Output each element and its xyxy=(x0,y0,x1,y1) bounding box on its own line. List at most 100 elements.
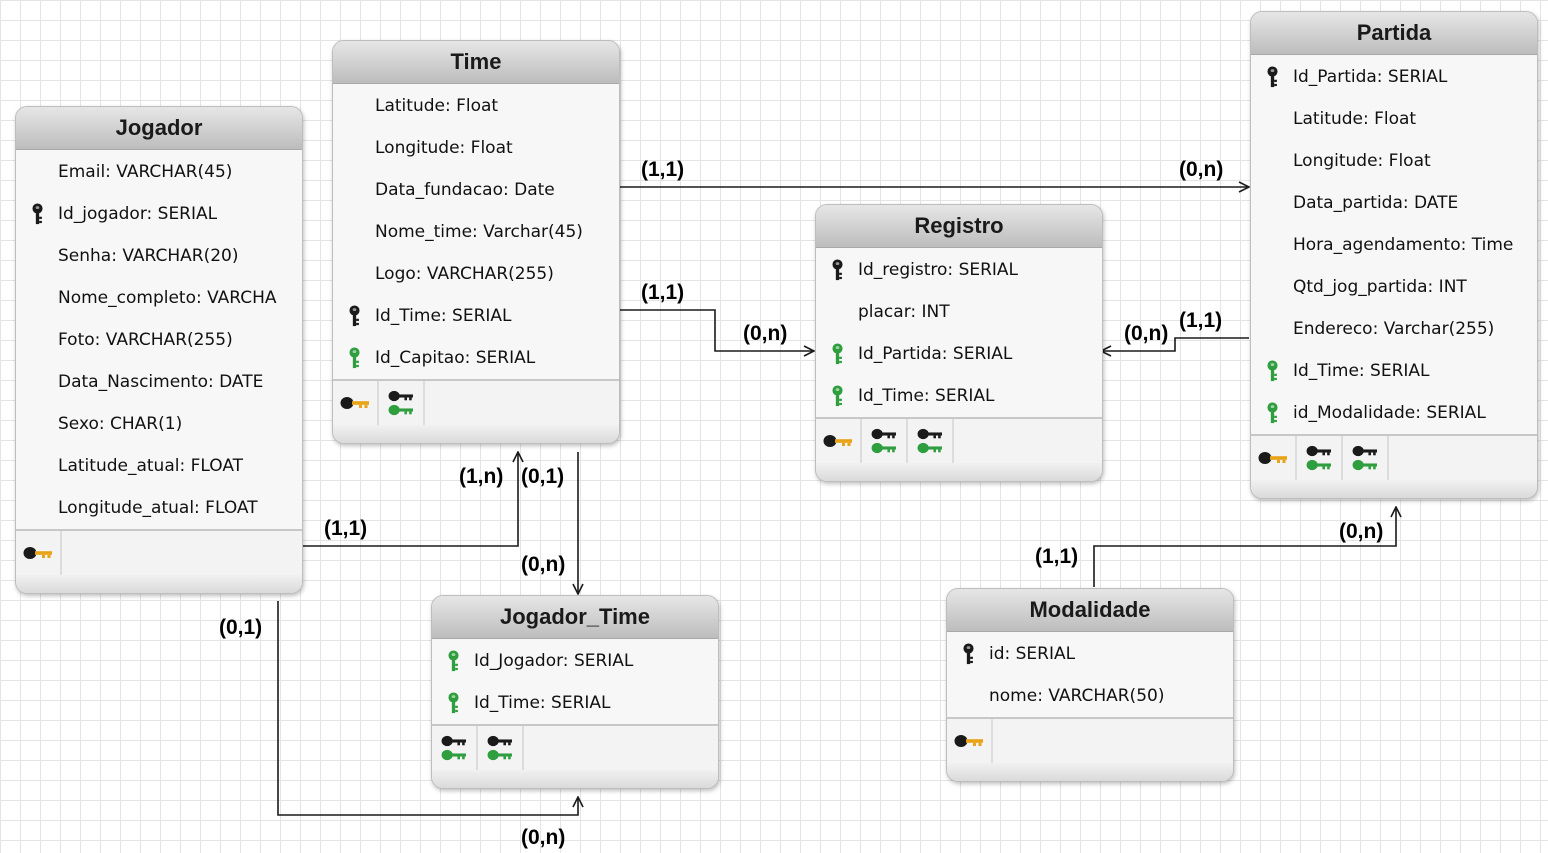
field-row[interactable]: Id_Capitao: SERIAL xyxy=(333,337,619,379)
cardinality-label: (1,n) xyxy=(459,465,504,488)
field-row[interactable]: Longitude_atual: FLOAT xyxy=(16,487,302,529)
relation-time-registro xyxy=(618,309,814,351)
field-label: Nome_completo: VARCHA xyxy=(58,288,277,308)
field-row[interactable]: Id_Time: SERIAL xyxy=(1251,350,1537,392)
foreign-key-index-icon[interactable] xyxy=(478,726,524,770)
field-row[interactable]: placar: INT xyxy=(816,291,1102,333)
field-row[interactable]: Id_Time: SERIAL xyxy=(333,295,619,337)
relation-jogador-jogador-time xyxy=(277,601,578,816)
field-label: Latitude_atual: FLOAT xyxy=(58,456,244,476)
field-row[interactable]: Qtd_jog_partida: INT xyxy=(1251,266,1537,308)
field-row[interactable]: Email: VARCHAR(45) xyxy=(16,151,302,193)
field-label: Id_Time: SERIAL xyxy=(474,693,611,713)
field-label: Longitude: Float xyxy=(1293,151,1431,171)
field-list: id: SERIAL nome: VARCHAR(50) xyxy=(947,632,1233,717)
cardinality-label: (0,n) xyxy=(1124,322,1169,345)
field-label: Logo: VARCHAR(255) xyxy=(375,264,554,284)
entity-footer xyxy=(947,763,1233,781)
field-row[interactable]: id: SERIAL xyxy=(947,633,1233,675)
foreign-key-icon xyxy=(816,343,858,365)
field-row[interactable]: Senha: VARCHAR(20) xyxy=(16,235,302,277)
field-label: Id_jogador: SERIAL xyxy=(58,204,218,224)
field-row[interactable]: Endereco: Varchar(255) xyxy=(1251,308,1537,350)
entity-footer xyxy=(16,575,302,593)
field-row[interactable]: Hora_agendamento: Time xyxy=(1251,224,1537,266)
field-label: Id_Jogador: SERIAL xyxy=(474,651,634,671)
field-label: Data_Nascimento: DATE xyxy=(58,372,264,392)
entity-footer xyxy=(432,770,718,788)
foreign-key-index-icon[interactable] xyxy=(862,419,908,463)
field-row[interactable]: Nome_completo: VARCHA xyxy=(16,277,302,319)
field-row[interactable]: Foto: VARCHAR(255) xyxy=(16,319,302,361)
field-label: Qtd_jog_partida: INT xyxy=(1293,277,1467,297)
field-row[interactable]: Id_Jogador: SERIAL xyxy=(432,640,718,682)
field-row[interactable]: Data_partida: DATE xyxy=(1251,182,1537,224)
field-label: Nome_time: Varchar(45) xyxy=(375,222,583,242)
field-label: id_Modalidade: SERIAL xyxy=(1293,403,1486,423)
cardinality-label: (0,1) xyxy=(521,465,565,488)
field-label: Data_partida: DATE xyxy=(1293,193,1459,213)
field-label: Id_Partida: SERIAL xyxy=(858,344,1013,364)
field-label: nome: VARCHAR(50) xyxy=(989,686,1165,706)
field-row[interactable]: Latitude: Float xyxy=(1251,98,1537,140)
primary-key-index-icon[interactable] xyxy=(816,419,862,463)
foreign-key-icon xyxy=(816,385,858,407)
field-row[interactable]: Id_Time: SERIAL xyxy=(816,375,1102,417)
field-label: placar: INT xyxy=(858,302,950,322)
field-row[interactable]: Data_Nascimento: DATE xyxy=(16,361,302,403)
field-row[interactable]: Latitude: Float xyxy=(333,85,619,127)
field-row[interactable]: Nome_time: Varchar(45) xyxy=(333,211,619,253)
field-row[interactable]: Data_fundacao: Date xyxy=(333,169,619,211)
entity-title: Time xyxy=(333,41,619,84)
field-row[interactable]: Id_registro: SERIAL xyxy=(816,249,1102,291)
cardinality-label: (1,1) xyxy=(641,158,685,181)
field-row[interactable]: Id_Partida: SERIAL xyxy=(816,333,1102,375)
field-label: Sexo: CHAR(1) xyxy=(58,414,183,434)
field-label: Email: VARCHAR(45) xyxy=(58,162,233,182)
field-row[interactable]: Id_Partida: SERIAL xyxy=(1251,56,1537,98)
field-label: Hora_agendamento: Time xyxy=(1293,235,1514,255)
foreign-key-index-icon[interactable] xyxy=(379,381,425,425)
primary-key-index-icon[interactable] xyxy=(16,531,62,575)
field-row[interactable]: Id_jogador: SERIAL xyxy=(16,193,302,235)
entity-title: Modalidade xyxy=(947,589,1233,632)
entity-title: Jogador_Time xyxy=(432,596,718,639)
entity-footer xyxy=(816,463,1102,481)
field-label: id: SERIAL xyxy=(989,644,1076,664)
foreign-key-index-icon[interactable] xyxy=(1297,436,1343,480)
relation-jogador-time xyxy=(301,452,518,547)
entity-title: Registro xyxy=(816,205,1102,248)
field-list: Id_registro: SERIAL placar: INT Id_Partida… xyxy=(816,248,1102,417)
field-row[interactable]: Latitude_atual: FLOAT xyxy=(16,445,302,487)
primary-key-index-icon[interactable] xyxy=(1251,436,1297,480)
cardinality-label: (0,n) xyxy=(521,826,566,849)
field-row[interactable]: Longitude: Float xyxy=(333,127,619,169)
relation-modalidade-partida xyxy=(1093,507,1396,587)
cardinality-label: (1,1) xyxy=(324,517,368,540)
field-row[interactable]: Longitude: Float xyxy=(1251,140,1537,182)
field-row[interactable]: nome: VARCHAR(50) xyxy=(947,675,1233,717)
entity-modalidade[interactable]: Modalidade id: SERIAL nome: VARCHAR(50) xyxy=(946,588,1234,782)
field-row[interactable]: Logo: VARCHAR(255) xyxy=(333,253,619,295)
foreign-key-index-icon[interactable] xyxy=(1343,436,1389,480)
cardinality-label: (1,1) xyxy=(1035,545,1079,568)
foreign-key-index-icon[interactable] xyxy=(908,419,954,463)
field-label: Foto: VARCHAR(255) xyxy=(58,330,233,350)
field-row[interactable]: Sexo: CHAR(1) xyxy=(16,403,302,445)
foreign-key-index-icon[interactable] xyxy=(432,726,478,770)
index-bar xyxy=(1251,434,1537,480)
primary-key-icon xyxy=(333,305,375,327)
primary-key-index-icon[interactable] xyxy=(333,381,379,425)
field-row[interactable]: id_Modalidade: SERIAL xyxy=(1251,392,1537,434)
index-bar xyxy=(432,724,718,770)
field-row[interactable]: Id_Time: SERIAL xyxy=(432,682,718,724)
index-bar xyxy=(947,717,1233,763)
primary-key-index-icon[interactable] xyxy=(947,719,993,763)
